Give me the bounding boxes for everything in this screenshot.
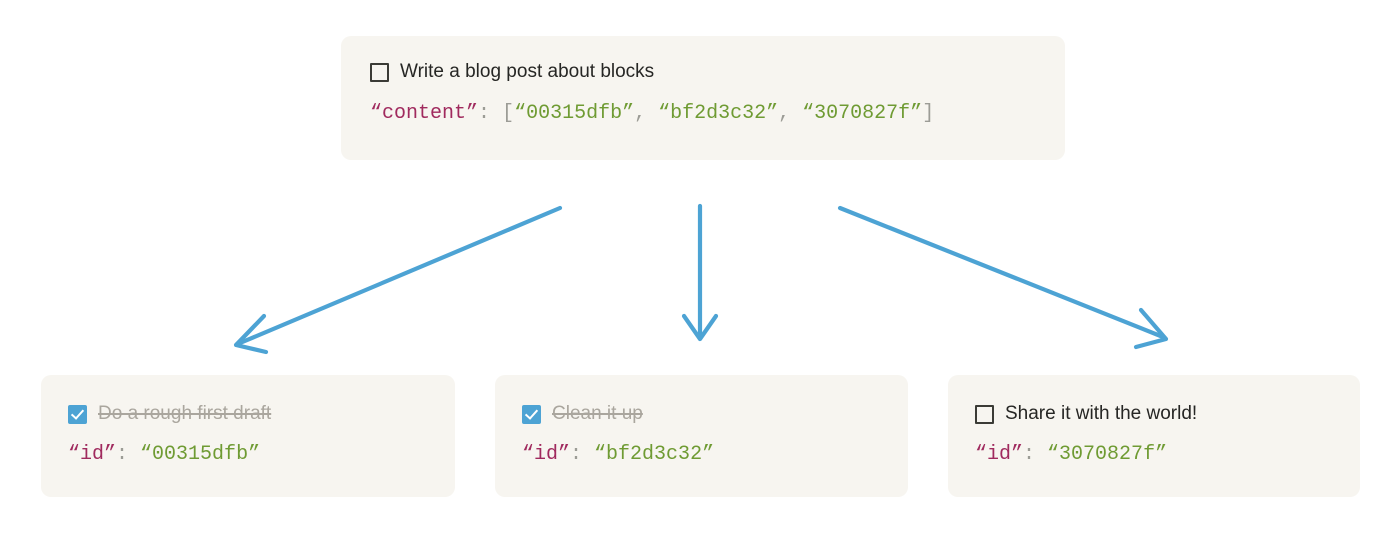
root-todo-row[interactable]: Write a blog post about blocks bbox=[370, 61, 654, 83]
root-block-card[interactable]: Write a blog post about blocks “content”… bbox=[341, 36, 1065, 160]
json-value-1: “bf2d3c32” bbox=[658, 102, 779, 125]
child-json-line-3: “id”: “3070827f” bbox=[975, 443, 1167, 467]
child-todo-row-1[interactable]: Do a rough first draft bbox=[68, 403, 271, 425]
child-block-card-2[interactable]: Clean it up “id”: “bf2d3c32” bbox=[495, 375, 908, 497]
child-block-card-1[interactable]: Do a rough first draft “id”: “00315dfb” bbox=[41, 375, 455, 497]
json-value: “00315dfb” bbox=[140, 443, 261, 466]
child-todo-label-1: Do a rough first draft bbox=[98, 403, 272, 424]
child-json-line-1: “id”: “00315dfb” bbox=[68, 443, 260, 467]
json-open-bracket: [ bbox=[490, 102, 515, 125]
checkbox-empty-icon[interactable] bbox=[975, 404, 994, 424]
json-colon: : bbox=[116, 443, 129, 466]
child-todo-label-2: Clean it up bbox=[552, 403, 643, 424]
json-colon: : bbox=[1023, 443, 1036, 466]
child-block-card-3[interactable]: Share it with the world! “id”: “3070827f… bbox=[948, 375, 1360, 497]
json-value-2: “3070827f” bbox=[802, 102, 923, 125]
json-value: “bf2d3c32” bbox=[594, 443, 715, 466]
root-json-line: “content”: [“00315dfb”, “bf2d3c32”, “307… bbox=[370, 102, 934, 126]
child-todo-label-3: Share it with the world! bbox=[1005, 403, 1198, 424]
child-todo-row-2[interactable]: Clean it up bbox=[522, 403, 643, 425]
child-todo-row-3[interactable]: Share it with the world! bbox=[975, 403, 1197, 425]
json-key: “id” bbox=[522, 443, 571, 466]
json-value-0: “00315dfb” bbox=[514, 102, 635, 125]
json-close-bracket: ] bbox=[922, 102, 935, 125]
arrow-to-first-child bbox=[233, 205, 563, 355]
arrow-to-third-child bbox=[837, 205, 1169, 350]
arrow-to-second-child bbox=[681, 203, 719, 342]
json-separator-1: , bbox=[778, 102, 803, 125]
json-colon: : bbox=[570, 443, 583, 466]
json-space bbox=[582, 443, 594, 466]
checkbox-empty-icon[interactable] bbox=[370, 62, 389, 82]
json-space bbox=[128, 443, 140, 466]
json-value: “3070827f” bbox=[1047, 443, 1168, 466]
json-key: “content” bbox=[370, 102, 479, 125]
json-key: “id” bbox=[975, 443, 1024, 466]
root-todo-label: Write a blog post about blocks bbox=[400, 61, 655, 82]
json-separator-0: , bbox=[634, 102, 659, 125]
json-colon: : bbox=[478, 102, 491, 125]
json-key: “id” bbox=[68, 443, 117, 466]
json-space bbox=[1035, 443, 1047, 466]
checkbox-checked-icon[interactable] bbox=[522, 404, 541, 424]
child-json-line-2: “id”: “bf2d3c32” bbox=[522, 443, 714, 467]
checkbox-checked-icon[interactable] bbox=[68, 404, 87, 424]
